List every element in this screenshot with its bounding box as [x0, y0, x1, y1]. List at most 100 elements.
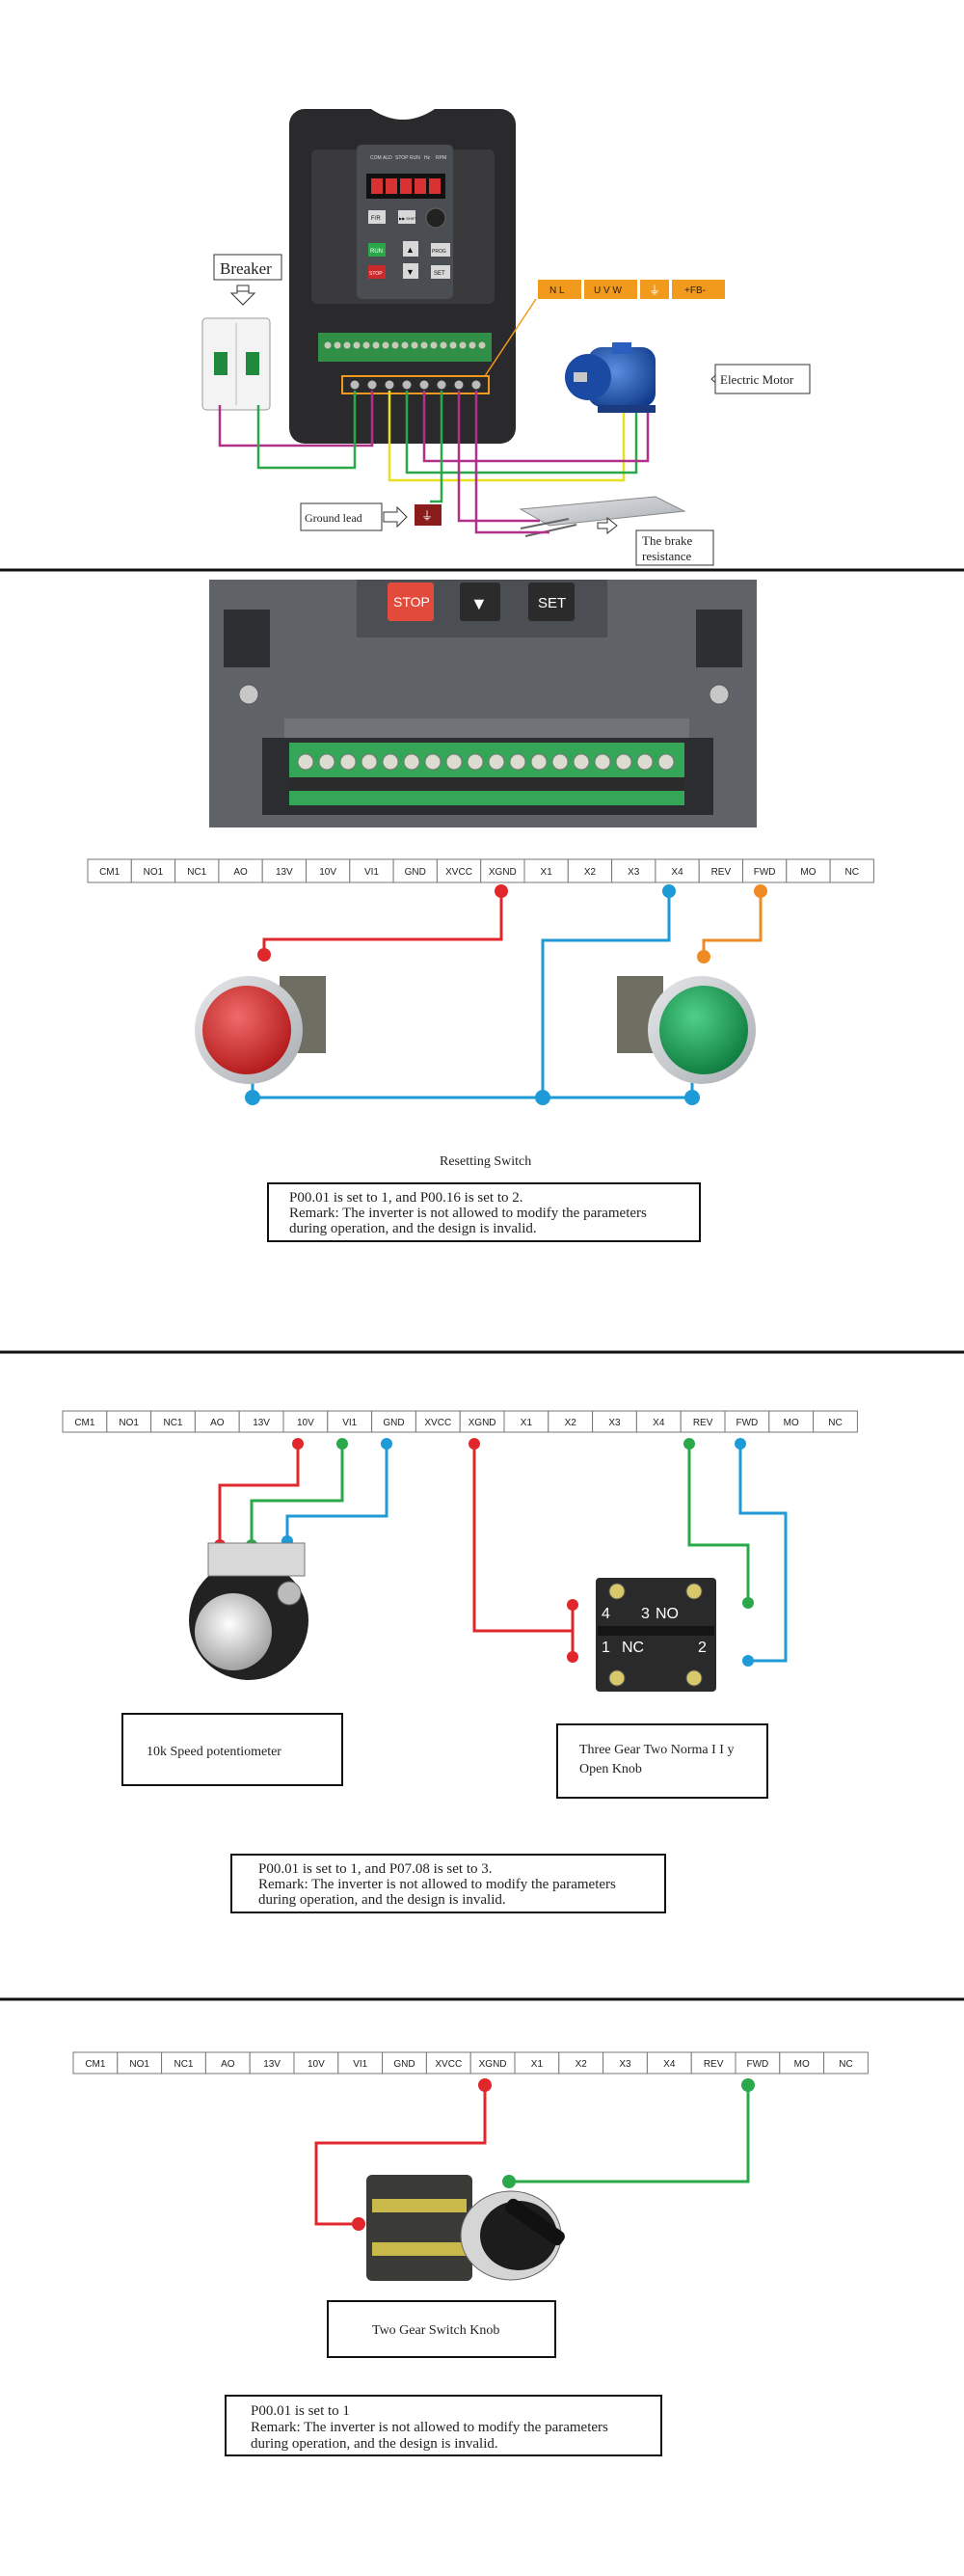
left-arrow-icon — [597, 516, 618, 535]
motor-label-box — [714, 364, 811, 394]
terminal-cell-xgnd: XGND — [480, 858, 525, 883]
resistor-lead — [520, 518, 570, 529]
resistor-lead — [524, 524, 577, 537]
terminal-label: VI1 — [353, 2059, 367, 2070]
note-line: P00.01 is set to 1, and P07.08 is set to… — [258, 1861, 493, 1877]
photo-terminal-screws — [297, 753, 675, 771]
switch-dot — [245, 1090, 260, 1105]
terminal-cell-rev: REV — [680, 1410, 726, 1433]
terminal-cell-nc1: NC1 — [150, 1410, 196, 1433]
terminal-cell-nc: NC — [823, 2051, 869, 2074]
terminal-cell-box — [611, 858, 656, 883]
inverter-photo: COM ALD STOP RUN Hz RPM F/R ▶▶ SHIFT R — [289, 109, 537, 444]
ground-terminal — [415, 504, 442, 526]
brake-label: resistance — [642, 549, 691, 563]
down-arrow-icon — [229, 285, 256, 306]
pot-terminals — [207, 1542, 306, 1577]
terminal-cell-xvcc: XVCC — [415, 1410, 461, 1433]
stop-key — [368, 265, 386, 279]
terminal-cell-cm1: CM1 — [72, 2051, 119, 2074]
tag-input-label: N L — [549, 285, 565, 296]
wire-u — [388, 391, 626, 482]
wire-w — [422, 391, 650, 463]
terminal-label: 13V — [263, 2059, 281, 2070]
photo-down-key — [460, 583, 500, 621]
terminal-label: XGND — [469, 1418, 496, 1428]
terminal-cell-mo: MO — [768, 1410, 815, 1433]
led-label: Hz — [424, 155, 431, 161]
terminal-cell-xvcc: XVCC — [425, 2051, 471, 2074]
callout-line — [484, 298, 537, 377]
terminal-cell-box — [829, 858, 874, 883]
knob-lever — [505, 2198, 565, 2246]
potentiometer-wiring — [218, 1444, 788, 1663]
terminal-cell-box — [349, 858, 394, 883]
housing-slot — [224, 610, 270, 667]
terminal-label: REV — [693, 1418, 713, 1428]
inverter-terminal-photo: STOP ▼ SET — [209, 580, 757, 827]
terminal-cell-box — [261, 858, 308, 883]
wire-l — [218, 405, 289, 447]
terminal-label: XVCC — [445, 867, 472, 878]
breaker-label-box — [213, 254, 282, 281]
terminal-label: 10V — [297, 1418, 314, 1428]
note-line: P00.01 is set to 1 — [251, 2403, 350, 2419]
parameter-note-box — [267, 1182, 701, 1242]
terminal-cell-box — [786, 858, 831, 883]
terminal-label: GND — [405, 867, 426, 878]
terminal-label: X1 — [521, 1418, 533, 1428]
right-arrow-icon — [383, 505, 408, 529]
switch-contacts — [372, 2199, 467, 2212]
ground-symbol-icon: ⏚ — [649, 284, 660, 297]
knob-label-box — [327, 2300, 556, 2358]
brake-label-box — [635, 529, 714, 566]
terminal-cell-10v: 10V — [293, 2051, 339, 2074]
contact-label: NC — [622, 1640, 644, 1656]
wire-red — [262, 891, 503, 955]
terminal-cell-xgnd: XGND — [469, 2051, 516, 2074]
green-push-button — [617, 976, 756, 1084]
terminal-label-strip — [289, 777, 684, 791]
green-button-icon — [659, 986, 748, 1074]
contact-label: 2 — [698, 1640, 707, 1656]
breaker-toggle — [214, 352, 228, 375]
terminal-label: AO — [233, 867, 248, 878]
terminal-cell-box — [823, 2051, 869, 2074]
photo-set-key — [528, 583, 575, 621]
terminal-cell-vi1: VI1 — [337, 2051, 384, 2074]
terminal-cell-x1: X1 — [503, 1410, 549, 1433]
terminal-cell-gnd: GND — [392, 858, 438, 883]
terminal-label: X4 — [671, 867, 683, 878]
contact-label: 1 — [602, 1640, 610, 1656]
terminal-label: X4 — [653, 1418, 665, 1428]
knob-label-box — [556, 1723, 768, 1799]
breaker: Breaker — [201, 254, 282, 411]
led-label: ALD — [383, 155, 392, 161]
brake-resistor: The brake resistance — [519, 496, 714, 566]
terminal-cover-lip — [284, 719, 689, 738]
terminal-cell-13v: 13V — [261, 858, 308, 883]
terminal-label: X4 — [663, 2059, 676, 2070]
wire-green — [250, 1444, 344, 1545]
terminal-label: 13V — [276, 867, 293, 878]
terminal-cell-box — [174, 858, 220, 883]
terminal-cell-box — [392, 858, 438, 883]
knob-label: Three Gear Two Norma I I y — [579, 1743, 734, 1757]
motor-shaft — [574, 372, 587, 382]
terminal-cell-box — [567, 858, 613, 883]
terminal-label: NC — [828, 1418, 842, 1428]
terminal-cell-x1: X1 — [514, 2051, 560, 2074]
terminal-label: AO — [210, 1418, 225, 1428]
terminal-label: X1 — [541, 867, 553, 878]
terminal-cell-no1: NO1 — [130, 858, 176, 883]
housing-slot — [696, 610, 742, 667]
terminal-cell-x4: X4 — [646, 2051, 692, 2074]
terminal-cell-fwd: FWD — [742, 858, 788, 883]
resistor-body — [519, 496, 686, 527]
breaker-toggle — [246, 352, 259, 375]
red-push-button — [195, 976, 326, 1084]
set-key-label: SET — [434, 271, 445, 277]
wire-red — [472, 1444, 575, 1633]
